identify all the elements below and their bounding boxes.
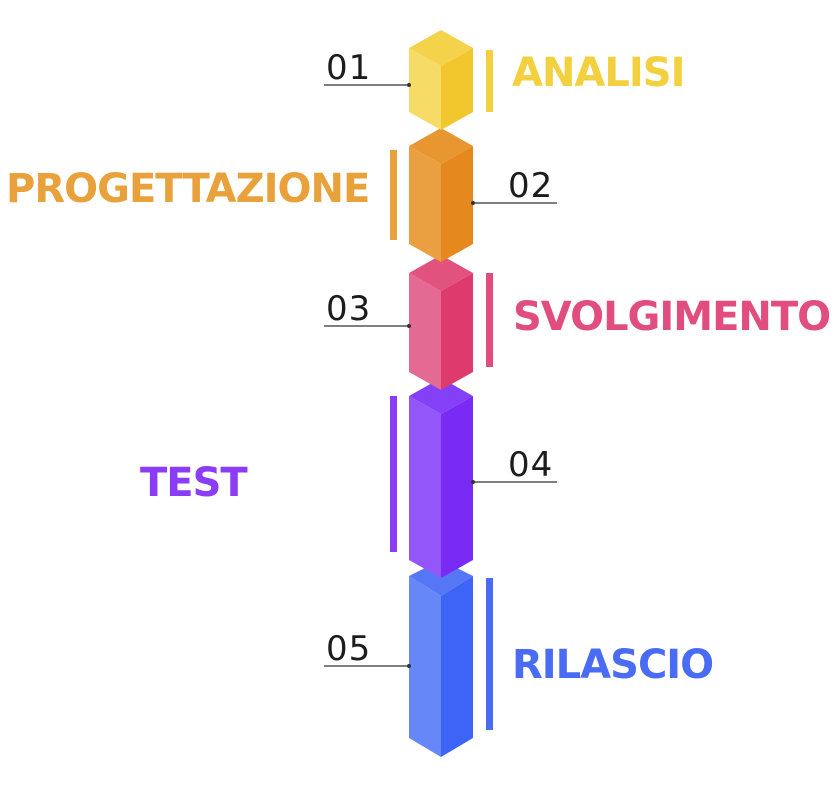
- segment-04-top-face: [409, 378, 473, 414]
- segment-04-left-face: [409, 396, 441, 578]
- segment-04-right-face: [441, 396, 473, 578]
- leader-lines: [324, 84, 557, 667]
- accent-bar-02: [390, 150, 397, 240]
- step-label-progettazione: PROGETTAZIONE: [6, 166, 370, 212]
- leader-dot-01: [407, 83, 411, 87]
- step-number-03: 03: [326, 289, 372, 329]
- leader-dot-05: [407, 664, 411, 668]
- segment-05-right-face: [441, 576, 473, 757]
- leader-dot-02: [471, 201, 475, 205]
- segment-02: [409, 128, 473, 262]
- step-label-test: TEST: [140, 460, 248, 506]
- segment-03-right-face: [441, 273, 473, 390]
- accent-bar-05: [486, 578, 493, 730]
- segment-02-right-face: [441, 146, 473, 262]
- step-number-02: 02: [508, 166, 554, 206]
- step-label-svolgimento: SVOLGIMENTO: [513, 294, 831, 340]
- step-number-04: 04: [508, 445, 554, 485]
- step-label-analisi: ANALISI: [512, 50, 685, 96]
- accent-bar-04: [390, 396, 397, 552]
- segment-05-left-face: [409, 576, 441, 757]
- segment-01-right-face: [441, 48, 473, 130]
- accent-bar-03: [486, 273, 493, 367]
- segment-04: [409, 378, 473, 578]
- leader-dots: [407, 83, 475, 668]
- step-number-01: 01: [326, 48, 372, 88]
- step-number-05: 05: [326, 629, 372, 669]
- accent-bar-01: [486, 50, 493, 112]
- segment-05: [409, 560, 473, 757]
- leader-dot-03: [407, 324, 411, 328]
- segment-03-top-face: [409, 255, 473, 291]
- segment-01-top-face: [409, 30, 473, 66]
- segment-03-left-face: [409, 273, 441, 390]
- accent-bars: [390, 50, 493, 730]
- step-label-rilascio: RILASCIO: [512, 642, 714, 688]
- segment-01: [409, 30, 473, 130]
- segment-02-left-face: [409, 146, 441, 262]
- segment-03: [409, 255, 473, 390]
- segment-01-left-face: [409, 48, 441, 130]
- segment-02-top-face: [409, 128, 473, 164]
- leader-dot-04: [471, 480, 475, 484]
